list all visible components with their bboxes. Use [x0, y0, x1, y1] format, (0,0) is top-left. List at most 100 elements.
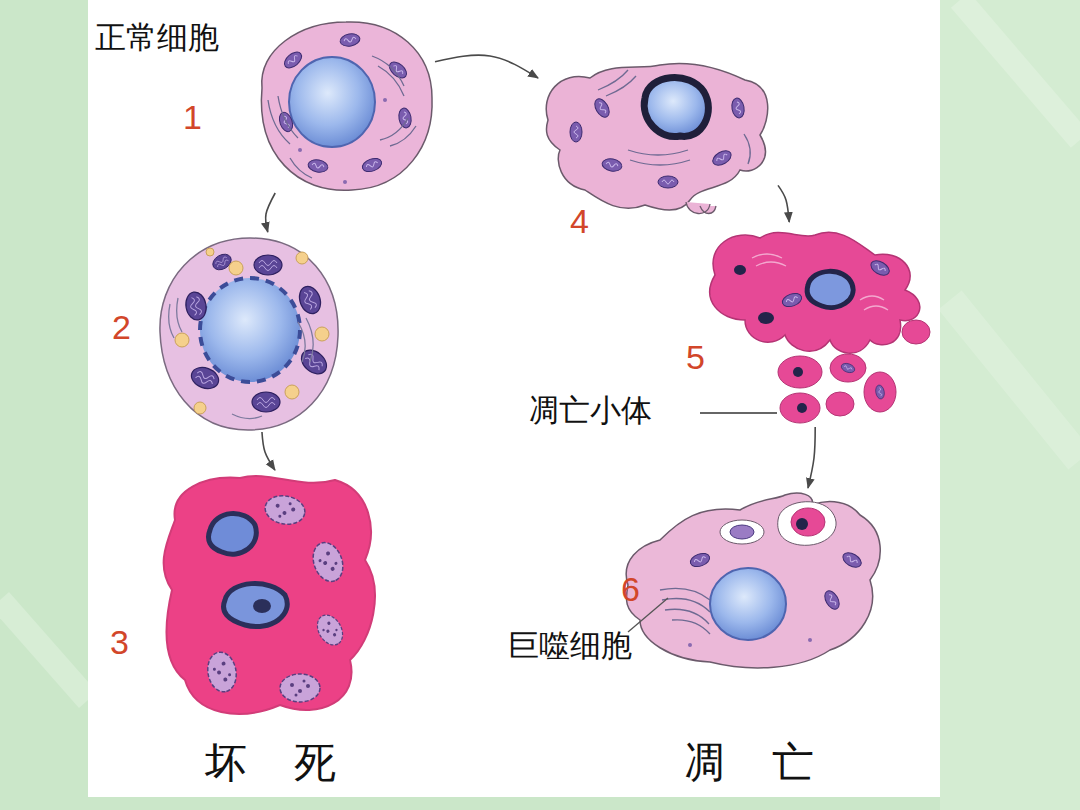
normal-cell	[339, 32, 361, 47]
shrinking-cell	[592, 96, 612, 119]
macrophage-cell	[791, 508, 825, 536]
normal-cell	[386, 59, 409, 81]
macrophage-cell	[796, 518, 808, 530]
fragmenting-cell	[752, 254, 888, 310]
swelling-cell	[285, 385, 299, 399]
necrotic-cell	[224, 584, 288, 627]
swelling-cell	[315, 327, 329, 341]
macrophage-cell	[626, 493, 880, 668]
normal-cell	[397, 107, 412, 129]
part-label: 巨噬细胞	[508, 630, 632, 661]
necrotic-cell	[312, 611, 347, 650]
swelling-cell	[194, 402, 206, 414]
fragmenting-cell	[864, 372, 896, 412]
fragmenting-cell	[840, 362, 856, 375]
normal-cell	[361, 156, 384, 174]
normal-cell	[343, 180, 347, 184]
fragmenting-cell	[778, 356, 822, 388]
swelling-cell	[297, 345, 331, 378]
shrinking-cell	[686, 202, 716, 214]
cell-node: 3	[108, 470, 383, 722]
shrinking-cell	[570, 122, 582, 142]
shrinking-cell	[601, 157, 623, 172]
fragmenting-cell	[780, 393, 820, 423]
necrotic-cell	[253, 599, 271, 613]
cell-node: 正常细胞 1	[95, 18, 435, 193]
swelling-cell	[296, 252, 308, 264]
macrophage-cell	[778, 502, 836, 546]
cell-node: 4	[538, 58, 778, 240]
callout-number: 3	[110, 625, 129, 659]
necrotic-cell	[209, 514, 257, 555]
shrinking-cell	[598, 70, 750, 165]
callout-number: 2	[112, 310, 131, 344]
leader-line	[700, 412, 777, 413]
normal-cell	[298, 148, 302, 152]
part-label: 凋亡小体	[528, 395, 652, 426]
process-arrow	[808, 427, 815, 488]
normal-cell	[307, 158, 329, 173]
callout-number: 1	[183, 100, 202, 134]
page-background	[950, 300, 1080, 460]
fragmenting-cell	[807, 271, 853, 307]
fragmenting-cell	[875, 384, 886, 399]
page-background	[960, 0, 1080, 140]
process-arrow	[266, 193, 276, 232]
shrinking-cell	[710, 148, 733, 168]
cell-node: 2	[110, 232, 342, 432]
shrinking-cell	[644, 78, 708, 137]
page-background	[940, 0, 1080, 810]
macrophage-cell	[822, 588, 842, 611]
normal-cell	[383, 98, 387, 102]
macrophage-cell	[710, 568, 786, 640]
callout-number: 4	[570, 204, 589, 238]
necrotic-cell	[164, 476, 375, 714]
macrophage-cell	[660, 588, 710, 634]
necrotic-cell	[205, 650, 240, 694]
necrotic-cell	[263, 493, 307, 528]
swelling-cell	[252, 392, 280, 412]
fragmenting-cell	[868, 258, 891, 278]
normal-cell	[289, 57, 375, 147]
process-arrow	[435, 55, 538, 78]
leader-line	[628, 413, 777, 632]
swelling-cell	[184, 290, 209, 321]
fragmenting-cell	[902, 320, 930, 344]
shrinking-cell	[658, 176, 678, 188]
macrophage-cell	[689, 551, 712, 569]
shrinking-cell	[730, 97, 745, 119]
swelling-cell	[175, 333, 189, 347]
callout-number: 6	[621, 572, 640, 606]
swelling-cell	[254, 255, 282, 275]
cell-node: 6	[605, 488, 895, 673]
shrinking-cell	[546, 63, 768, 213]
swelling-cell	[200, 278, 300, 382]
fragmenting-cell	[797, 403, 807, 413]
macrophage-cell	[720, 520, 764, 544]
fragmenting-cell	[793, 367, 803, 377]
swelling-cell	[206, 248, 214, 256]
shrinking-cell	[546, 63, 768, 210]
swelling-cell	[160, 238, 338, 430]
normal-cell	[261, 22, 432, 190]
swelling-cell	[169, 298, 314, 419]
necrotic-cell	[308, 538, 348, 585]
necrotic-cell	[280, 674, 320, 702]
fragmenting-cell	[710, 232, 920, 353]
fragmenting-cell	[734, 265, 746, 275]
macrophage-cell	[808, 638, 812, 642]
macrophage-cell	[730, 525, 754, 539]
swelling-cell	[160, 238, 338, 430]
section-label: 凋 亡	[683, 742, 832, 784]
fragmenting-cell	[781, 291, 804, 309]
macrophage-cell	[626, 493, 880, 668]
cell-name: 正常细胞	[95, 22, 219, 53]
cell-node: 5	[680, 222, 940, 427]
fragmenting-cell	[826, 392, 854, 416]
process-arrow	[778, 185, 789, 222]
normal-cell	[268, 56, 416, 178]
process-arrow	[262, 432, 275, 470]
